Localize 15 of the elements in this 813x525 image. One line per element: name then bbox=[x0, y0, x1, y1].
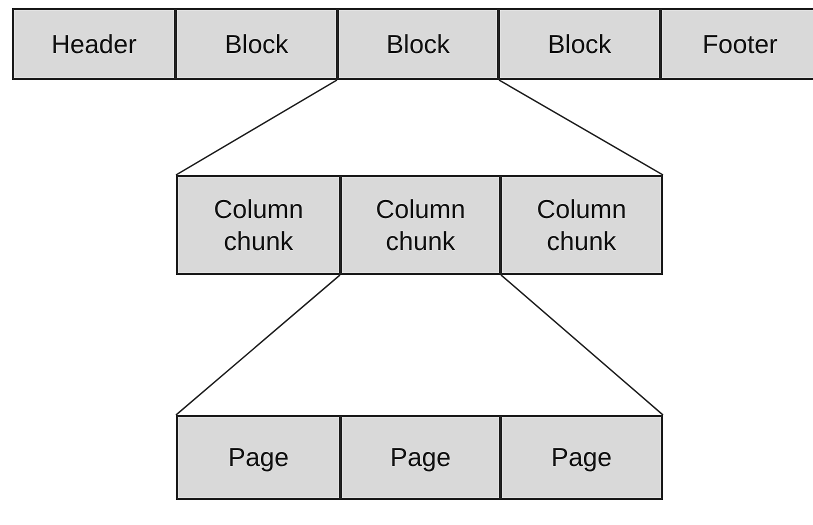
structure-box: Page bbox=[340, 415, 501, 500]
structure-box: Footer bbox=[660, 8, 813, 80]
structure-box: Column chunk bbox=[500, 175, 663, 275]
connector-line bbox=[176, 274, 340, 416]
structure-box: Header bbox=[12, 8, 176, 80]
structure-box: Column chunk bbox=[176, 175, 341, 275]
structure-box: Column chunk bbox=[340, 175, 501, 275]
structure-box: Block bbox=[175, 8, 338, 80]
structure-box: Block bbox=[498, 8, 661, 80]
connector-line bbox=[176, 79, 338, 176]
connector-line bbox=[500, 274, 664, 416]
structure-box: Block bbox=[337, 8, 499, 80]
connector-line bbox=[498, 79, 664, 176]
structure-box: Page bbox=[500, 415, 663, 500]
structure-box: Page bbox=[176, 415, 341, 500]
